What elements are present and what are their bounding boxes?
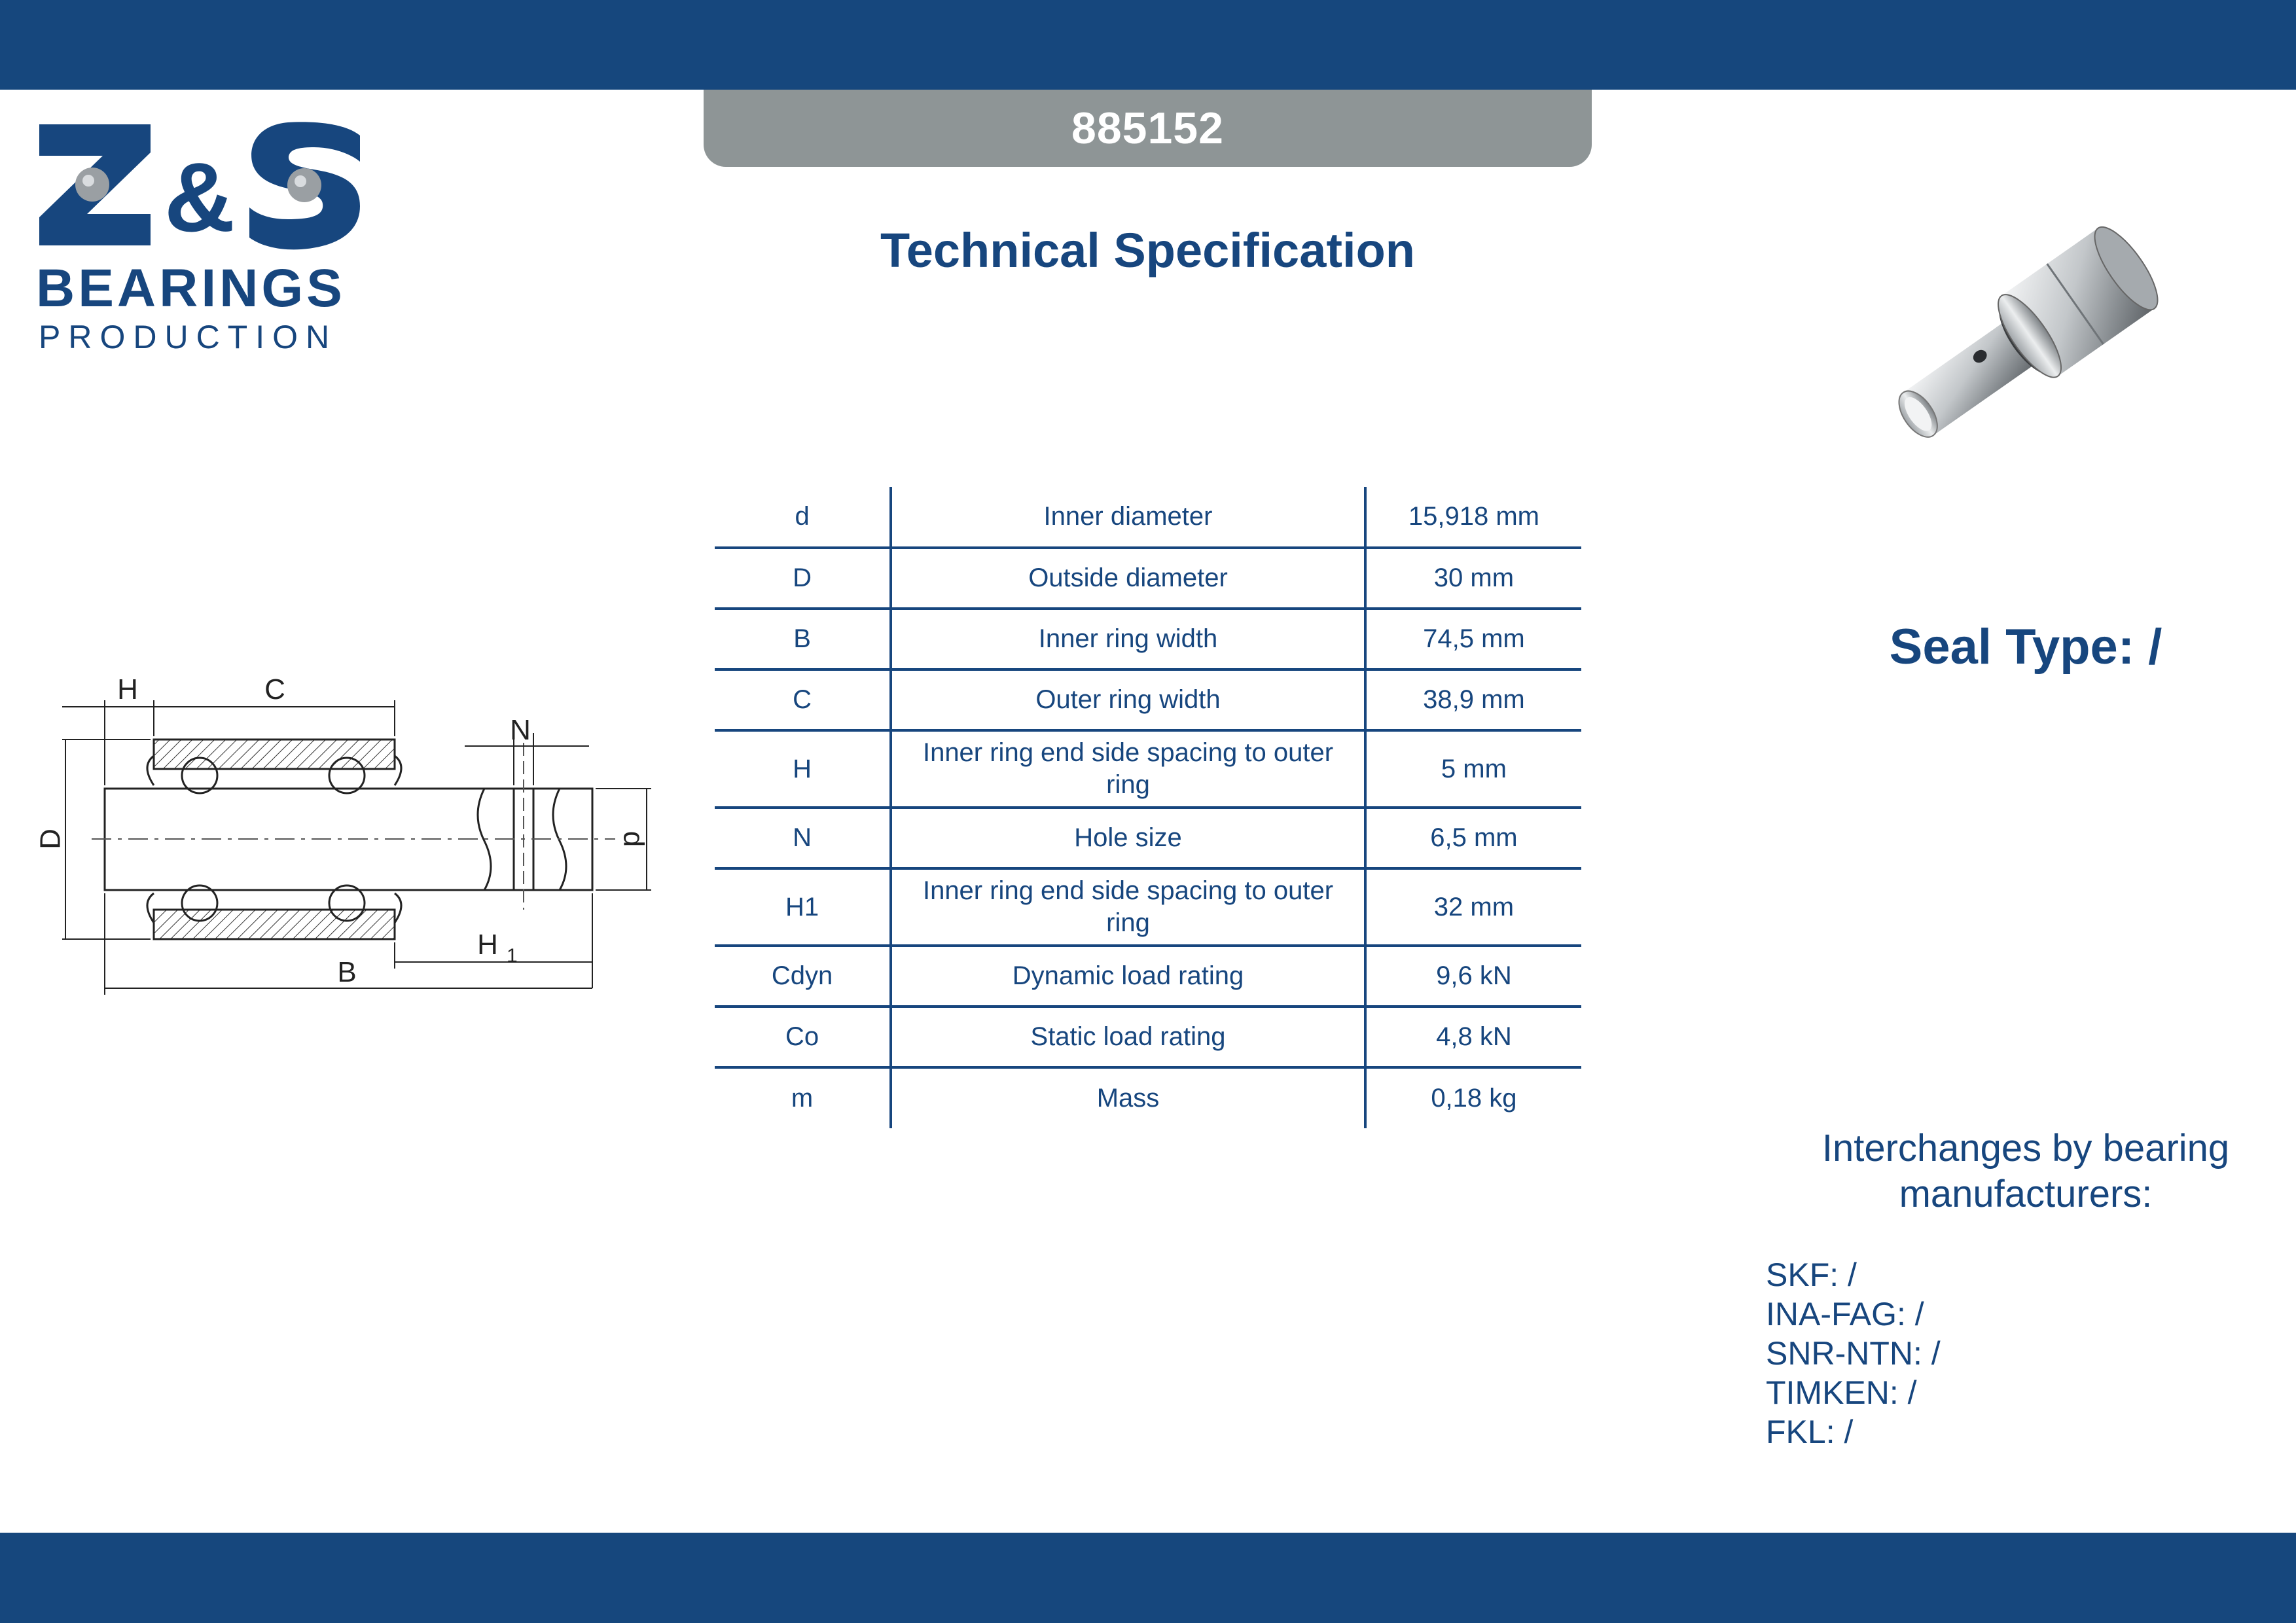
spec-value: 6,5 mm — [1365, 806, 1581, 868]
spec-symbol: N — [715, 806, 893, 868]
spec-value: 30 mm — [1365, 546, 1581, 609]
dim-label-d: d — [617, 831, 649, 847]
product-image — [1898, 226, 2159, 438]
list-item: SNR-NTN: / — [1766, 1335, 1941, 1372]
spec-symbol: Co — [715, 1005, 893, 1067]
table-row: B Inner ring width 74,5 mm — [715, 607, 1581, 669]
table-row: D Outside diameter 30 mm — [715, 546, 1581, 609]
spec-value: 74,5 mm — [1365, 607, 1581, 669]
spec-description: Inner ring width — [891, 607, 1367, 669]
spec-description: Inner ring end side spacing to outer rin… — [891, 729, 1367, 808]
spec-description: Outside diameter — [891, 546, 1367, 609]
list-item: SKF: / — [1766, 1257, 1857, 1293]
spec-description: Dynamic load rating — [891, 944, 1367, 1007]
spec-symbol: H — [715, 729, 893, 808]
spec-symbol: m — [715, 1066, 893, 1128]
dim-label-H1: H — [477, 929, 498, 961]
spec-symbol: C — [715, 668, 893, 730]
table-row: m Mass 0,18 kg — [715, 1066, 1581, 1128]
spec-description: Outer ring width — [891, 668, 1367, 730]
part-number: 885152 — [1071, 103, 1224, 153]
list-item: TIMKEN: / — [1766, 1374, 1917, 1411]
logo-production-text: PRODUCTION — [39, 319, 338, 355]
spec-value: 5 mm — [1365, 729, 1581, 808]
table-row: C Outer ring width 38,9 mm — [715, 668, 1581, 730]
spec-value: 9,6 kN — [1365, 944, 1581, 1007]
dim-label-B: B — [337, 956, 356, 988]
spec-symbol: D — [715, 546, 893, 609]
spec-value: 15,918 mm — [1408, 502, 1539, 531]
seal-type: Seal Type: / — [1889, 619, 2162, 675]
list-item: FKL: / — [1766, 1414, 1854, 1450]
spec-value: 38,9 mm — [1365, 668, 1581, 730]
page-title: Technical Specification — [880, 223, 1415, 277]
dim-label-D: D — [35, 829, 67, 849]
dim-label-H1-subscript: 1 — [507, 945, 518, 967]
spec-description: Static load rating — [891, 1005, 1367, 1067]
dim-label-N: N — [510, 714, 531, 746]
spec-symbol: Cdyn — [715, 944, 893, 1007]
interchanges-list: SKF: / INA-FAG: / SNR-NTN: / TIMKEN: / F… — [1766, 1255, 1941, 1452]
spec-symbol: B — [715, 607, 893, 669]
spec-table: d Inner diameter 15,918 mm D Outside dia… — [715, 487, 1581, 1128]
technical-drawing: H C N D d H 1 B — [35, 673, 651, 995]
bottom-band — [0, 1533, 2296, 1623]
table-row: H1 Inner ring end side spacing to outer … — [715, 867, 1581, 946]
logo-bearings-text: BEARINGS — [36, 259, 346, 318]
table-row: N Hole size 6,5 mm — [715, 806, 1581, 868]
list-item: INA-FAG: / — [1766, 1296, 1924, 1332]
spec-description: Inner ring end side spacing to outer rin… — [891, 867, 1367, 946]
spec-description: Inner diameter — [891, 487, 1367, 548]
company-logo: & BEARINGS PRODUCTION — [36, 121, 363, 357]
spec-value: 4,8 kN — [1365, 1005, 1581, 1067]
spec-description: Hole size — [891, 806, 1367, 868]
spec-value: 32 mm — [1365, 867, 1581, 946]
table-row: H Inner ring end side spacing to outer r… — [715, 729, 1581, 808]
dim-label-H: H — [117, 673, 138, 705]
spec-value: 0,18 kg — [1365, 1066, 1581, 1128]
part-number-tab: 885152 — [704, 90, 1592, 167]
table-row: d Inner diameter 15,918 mm — [715, 487, 1581, 548]
top-band — [0, 0, 2296, 90]
spec-symbol: H1 — [715, 867, 893, 946]
spec-description: Mass — [891, 1066, 1367, 1128]
svg-text:&: & — [164, 142, 235, 252]
logo-mark: & — [39, 122, 360, 252]
dim-label-C: C — [264, 673, 285, 705]
interchanges-title: Interchanges by bearing manufacturers: — [1821, 1127, 2230, 1215]
spec-symbol: d — [715, 487, 893, 548]
table-row: Co Static load rating 4,8 kN — [715, 1005, 1581, 1067]
table-row: Cdyn Dynamic load rating 9,6 kN — [715, 944, 1581, 1007]
